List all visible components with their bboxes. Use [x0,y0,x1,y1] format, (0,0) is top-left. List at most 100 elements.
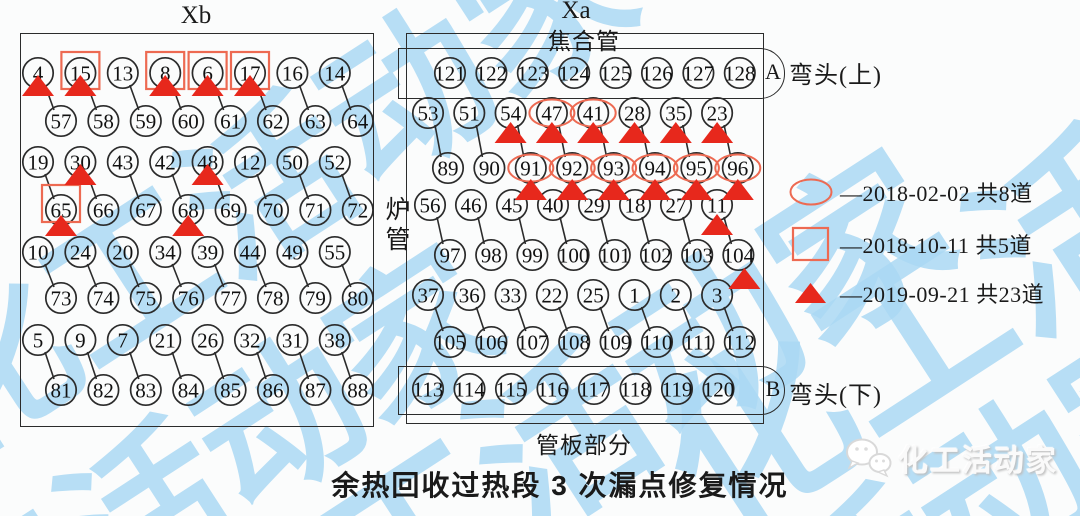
link-10-73 [44,263,55,288]
tube-number: 58 [93,110,114,134]
tube-Xb-58 [87,104,120,138]
tube-Xb-16 [276,56,309,90]
tube-Xa-128 [723,56,756,90]
tube-Xa-106 [475,325,508,359]
tube-number: 61 [220,110,241,134]
ellipse-mark-icon [788,177,834,207]
tube-Xa-114 [453,372,486,406]
tube-number: 1 [629,284,640,308]
link-26-85 [213,351,225,380]
tube-Xb-71 [299,193,332,227]
tube-Xb-85 [214,373,247,407]
tube-number: 128 [724,62,756,86]
tube-number: 83 [135,379,156,403]
brand-logo-text: 化工活动家 [898,445,1058,478]
link-22-108 [558,306,568,332]
tube-Xb-66 [87,193,120,227]
tube-number: 76 [178,287,199,311]
triangle-mark-15 [64,75,97,96]
link-20-75 [129,263,140,288]
tube-number: 126 [641,62,673,86]
link-9-82 [86,351,98,380]
tube-number: 95 [686,157,707,181]
tube-number: 10 [28,241,49,265]
triangle-mark-4 [22,75,54,96]
tube-Xb-5 [21,323,55,357]
tube-Xa-29 [577,188,611,222]
tube-Xa-117 [577,372,611,406]
link-2-111 [682,306,693,332]
figure-caption: 余热回收过热段 3 次漏点修复情况 [331,470,789,501]
link-3-112 [723,306,734,332]
tube-number: 41 [583,102,604,126]
tube-Xb-21 [149,323,182,357]
tube-Xa-40 [536,188,570,222]
tube-Xb-20 [106,235,139,269]
tube-Xb-81 [44,373,78,407]
tube-number: 60 [178,110,199,134]
tube-Xb-13 [106,56,139,90]
tube-Xa-27 [659,188,693,222]
legend-item-square: —2018-10-11 共5道 [788,226,1032,262]
left-panel-border [20,33,374,427]
tube-number: 71 [305,199,326,223]
triangle-mark-11 [701,214,733,235]
tube-number: 103 [681,244,713,268]
tube-number: 44 [240,241,262,265]
tube-number: 120 [703,378,735,402]
tube-number: 122 [476,62,508,86]
link-13-59 [129,84,140,111]
elbow-bottom-marker: B [765,376,781,401]
tube-Xa-18 [618,188,652,222]
link-5-81 [44,351,55,380]
tube-number: 9 [75,329,86,353]
tube-number: 100 [558,244,590,268]
tube-number: 90 [479,157,500,181]
tube-Xb-14 [318,56,351,90]
tube-Xa-109 [599,325,632,359]
link-43-67 [129,173,140,200]
tube-number: 23 [707,102,728,126]
tube-Xa-124 [558,56,591,90]
tube-number: 110 [642,331,673,355]
tube-number: 6 [202,62,213,86]
brand-logo: 化工活动家 [842,436,1058,480]
link-25-109 [599,306,610,332]
tube-number: 125 [600,62,632,86]
tube-Xa-111 [682,325,715,359]
triangle-mark-47 [535,122,568,143]
tube-Xb-88 [341,373,374,407]
tube-number: 121 [434,62,466,86]
tube-number: 115 [496,378,527,402]
tube-number: 92 [562,157,583,181]
tube-number: 48 [197,151,218,175]
header-pipe-label: 焦合管 [548,29,620,54]
triangle-mark-30 [64,164,97,185]
link-31-87 [298,351,310,380]
link-36-106 [475,306,486,332]
tube-number: 84 [178,379,200,403]
square-mark-icon [788,226,834,262]
link-29-101 [600,216,609,245]
tube-number: 28 [624,102,645,126]
tube-number: 52 [324,151,345,175]
tube-Xb-61 [214,104,247,138]
tube-Xa-46 [454,188,488,222]
tube-Xb-67 [129,193,162,227]
link-34-76 [171,263,182,288]
tube-number: 67 [135,199,156,223]
tube-number: 31 [282,329,303,353]
tube-number: 80 [347,287,368,311]
tube-number: 3 [712,284,723,308]
tube-Xa-51 [453,96,486,130]
link-49-79 [298,263,310,288]
tube-number: 16 [282,62,303,86]
tube-Xa-36 [453,278,486,312]
tube-Xa-25 [577,278,610,312]
link-21-84 [171,351,182,380]
legend-label: —2018-02-02 共8道 [840,181,1033,206]
bottom-elbow-band [398,366,785,415]
tube-Xa-127 [682,56,715,90]
link-44-78 [256,263,267,288]
tube-number: 55 [324,241,345,265]
